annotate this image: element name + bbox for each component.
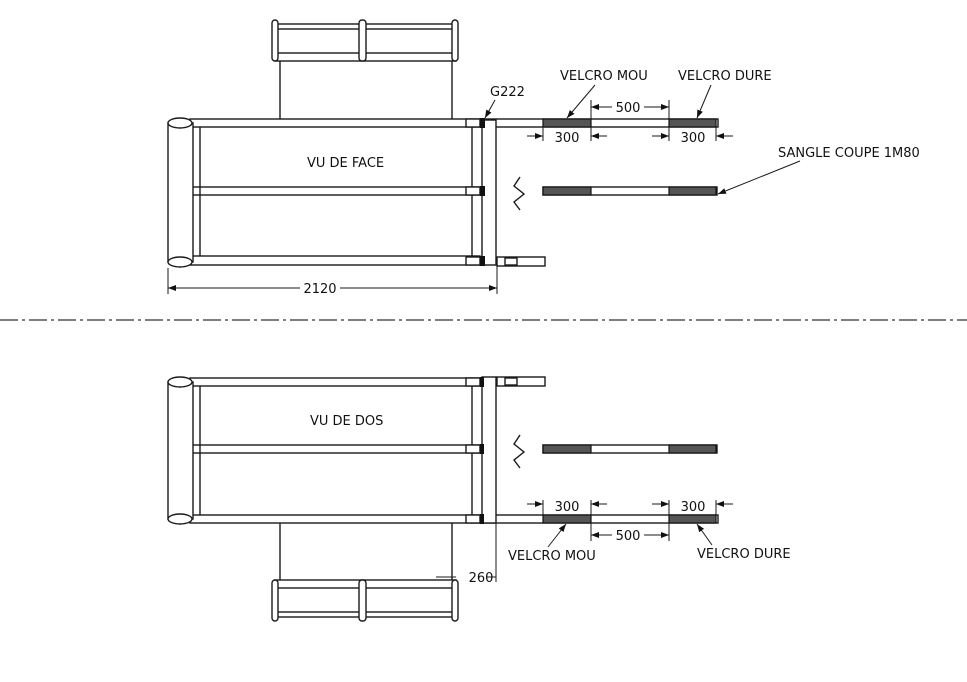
width-dim: 2120 xyxy=(303,282,336,297)
back-velcro-hard xyxy=(668,514,717,524)
front-velcro-soft xyxy=(542,118,592,128)
front-strap-top xyxy=(189,118,719,128)
front-strap-middle xyxy=(189,186,481,196)
front-velcro-hard-dim: 300 xyxy=(681,131,706,146)
back-spacing-dim: 500 xyxy=(616,529,641,544)
front-bag-frame xyxy=(271,19,459,119)
back-view-title: VU DE DOS xyxy=(310,414,383,429)
front-velcro-hard xyxy=(668,118,717,128)
front-velcro-hard-label: VELCRO DURE xyxy=(678,69,772,84)
front-view: VU DE FACE G222 VELCRO MOU VELCRO DURE 5… xyxy=(167,19,920,297)
front-velcro-soft-label: VELCRO MOU xyxy=(560,69,648,84)
back-velcro-hard-dim: 300 xyxy=(681,500,706,515)
back-roller xyxy=(167,376,194,525)
front-velcro-soft-dim: 300 xyxy=(555,131,580,146)
front-roller xyxy=(167,117,194,268)
offset-dim: 260 xyxy=(469,571,494,586)
back-bag-frame xyxy=(271,523,459,622)
back-velcro-soft-dim: 300 xyxy=(555,500,580,515)
front-view-title: VU DE FACE xyxy=(307,156,384,171)
front-spacing-dim: 500 xyxy=(616,101,641,116)
front-buckles xyxy=(465,118,546,267)
back-velcro-soft xyxy=(542,514,592,524)
back-view: VU DE DOS 300 300 500 VELCRO MOU VELCRO … xyxy=(167,376,791,622)
back-velcro-soft-label: VELCRO MOU xyxy=(508,549,596,564)
back-buckles xyxy=(465,376,546,524)
buckle-label: G222 xyxy=(490,85,525,100)
back-velcro-hard-label: VELCRO DURE xyxy=(697,547,791,562)
front-strap-bottom xyxy=(189,255,481,266)
strap-label: SANGLE COUPE 1M80 xyxy=(778,146,920,161)
